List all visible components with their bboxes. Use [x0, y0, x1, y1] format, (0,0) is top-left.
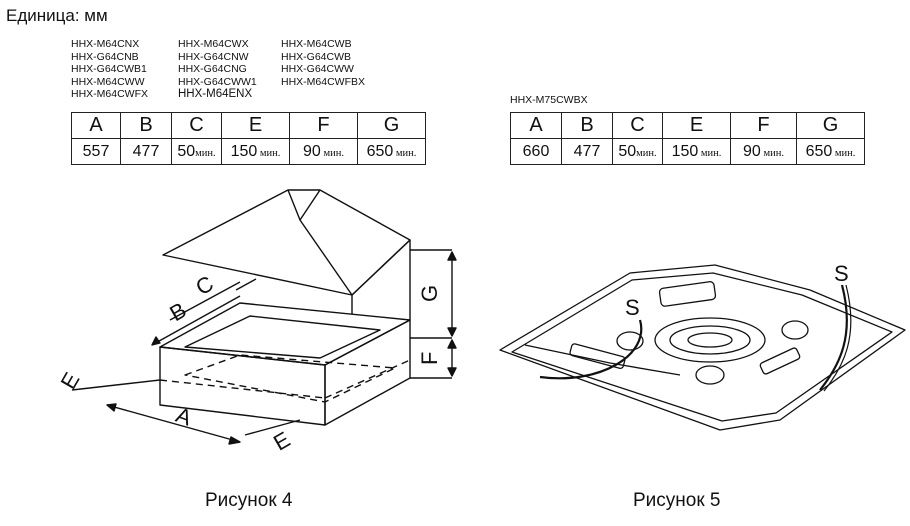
model-name: HHX-G64CNW	[178, 50, 249, 63]
dim-label-e-right: E	[269, 427, 294, 456]
table-header-cell: B	[120, 112, 172, 139]
table-cell: 557	[71, 138, 121, 165]
dim-line-c	[235, 278, 257, 291]
cable-label-s-right: S	[834, 261, 849, 286]
value-suffix: мин.	[636, 147, 657, 159]
table-value-row: 660 477 50мин. 150 мин. 90 мин. 650 мин.	[510, 138, 865, 165]
cooktop-base-plate	[499, 264, 906, 431]
table-cell: 477	[120, 138, 172, 165]
cable-label-s-left: S	[625, 295, 640, 320]
model-name: HHX-M64ENX	[178, 88, 253, 100]
dimensions-table-left: A B C E F G 557 477 50мин. 150 мин. 90 м…	[71, 112, 426, 165]
vent-hole	[616, 331, 644, 351]
table-cell: 50мин.	[171, 138, 222, 165]
table-cell: 90 мин.	[289, 138, 358, 165]
table-header-cell: C	[171, 112, 222, 139]
value-suffix: мин.	[320, 147, 344, 159]
table-header-cell: A	[510, 112, 562, 139]
model-name: HHX-M64CWB	[281, 38, 352, 50]
value-suffix: мин.	[195, 147, 216, 159]
table-cell: 660	[510, 138, 562, 165]
cable-left	[539, 319, 643, 380]
value-number: 477	[573, 142, 601, 160]
cable-right	[819, 284, 848, 391]
value-number: 90	[743, 142, 761, 160]
table-header-row: A B C E F G	[71, 112, 426, 139]
cutout-outline	[184, 354, 396, 403]
model-list-left-col1: HHX-M64CNX HHX-G64CNB HHX-G64CWB1 HHX-M6…	[71, 38, 148, 101]
model-name: HHX-G64CNB	[71, 50, 139, 63]
figure5-cooktop-underside: S S	[499, 261, 906, 431]
value-number: 90	[303, 142, 321, 160]
unit-label: Единица: мм	[6, 6, 108, 25]
model-name: HHX-G64CWW1	[178, 75, 257, 88]
value-number: 557	[82, 142, 110, 160]
value-number: 150	[230, 142, 258, 160]
table-header-cell: B	[561, 112, 613, 139]
burner-recess	[654, 317, 766, 363]
value-number: 50	[177, 142, 196, 160]
figure5-caption: Рисунок 5	[633, 490, 721, 511]
dimensions-table-right: A B C E F G 660 477 50мин. 150 мин. 90 м…	[510, 112, 865, 165]
model-name: HHX-M64CWW	[71, 75, 145, 88]
table-header-cell: G	[357, 112, 426, 139]
model-name: HHX-G64CWB1	[71, 63, 147, 75]
dim-line-b	[151, 295, 241, 346]
table-cell: 50мин.	[612, 138, 663, 165]
value-number: 650	[366, 142, 394, 160]
table-header-cell: F	[289, 112, 358, 139]
model-name: HHX-G64CWW	[281, 63, 354, 75]
model-name: HHX-M64CWX	[178, 38, 249, 50]
model-name: HHX-G64CNG	[178, 63, 247, 75]
table-cell: 650 мин.	[796, 138, 865, 165]
value-suffix: мин.	[257, 147, 281, 159]
value-suffix: мин.	[832, 147, 856, 159]
table-header-cell: A	[71, 112, 121, 139]
cooktop-inner	[184, 315, 381, 359]
model-name: HHX-M64CWFBX	[281, 75, 366, 88]
value-suffix: мин.	[698, 147, 722, 159]
value-suffix: мин.	[760, 147, 784, 159]
figure4-caption: Рисунок 4	[205, 490, 293, 511]
table-cell: 150 мин.	[221, 138, 290, 165]
value-number: 650	[805, 142, 833, 160]
slot	[658, 281, 717, 307]
table-cell: 650 мин.	[357, 138, 426, 165]
dim-label-b: B	[165, 297, 190, 326]
table-header-cell: F	[730, 112, 797, 139]
table-header-row: A B C E F G	[510, 112, 865, 139]
value-number: 150	[671, 142, 699, 160]
model-name: HHX-G64CWB	[281, 50, 352, 63]
value-number: 660	[522, 142, 550, 160]
model-name-right: HHX-M75CWBX	[510, 94, 588, 106]
hood-canopy	[162, 189, 411, 296]
table-header-cell: C	[612, 112, 663, 139]
figure4-installation-drawing: G F B C A E E	[56, 189, 457, 456]
dim-line-a	[106, 404, 241, 443]
table-header-cell: E	[221, 112, 290, 139]
value-number: 50	[618, 142, 637, 160]
table-header-cell: E	[662, 112, 731, 139]
model-name: HHX-M64CWFX	[71, 88, 149, 100]
table-cell: 150 мин.	[662, 138, 731, 165]
dim-label-g: G	[417, 285, 442, 302]
value-suffix: мин.	[393, 147, 417, 159]
table-value-row: 557 477 50мин. 150 мин. 90 мин. 650 мин.	[71, 138, 426, 165]
table-cell: 477	[561, 138, 613, 165]
value-number: 477	[132, 142, 160, 160]
table-cell: 90 мин.	[730, 138, 797, 165]
table-header-cell: G	[796, 112, 865, 139]
model-list-left-col2: HHX-M64CWX HHX-G64CNW HHX-G64CNG HHX-G64…	[178, 38, 257, 101]
model-list-left-col3: HHX-M64CWB HHX-G64CWB HHX-G64CWW HHX-M64…	[281, 38, 365, 88]
model-name: HHX-M64CNX	[71, 38, 140, 50]
dim-label-f: F	[417, 352, 442, 365]
